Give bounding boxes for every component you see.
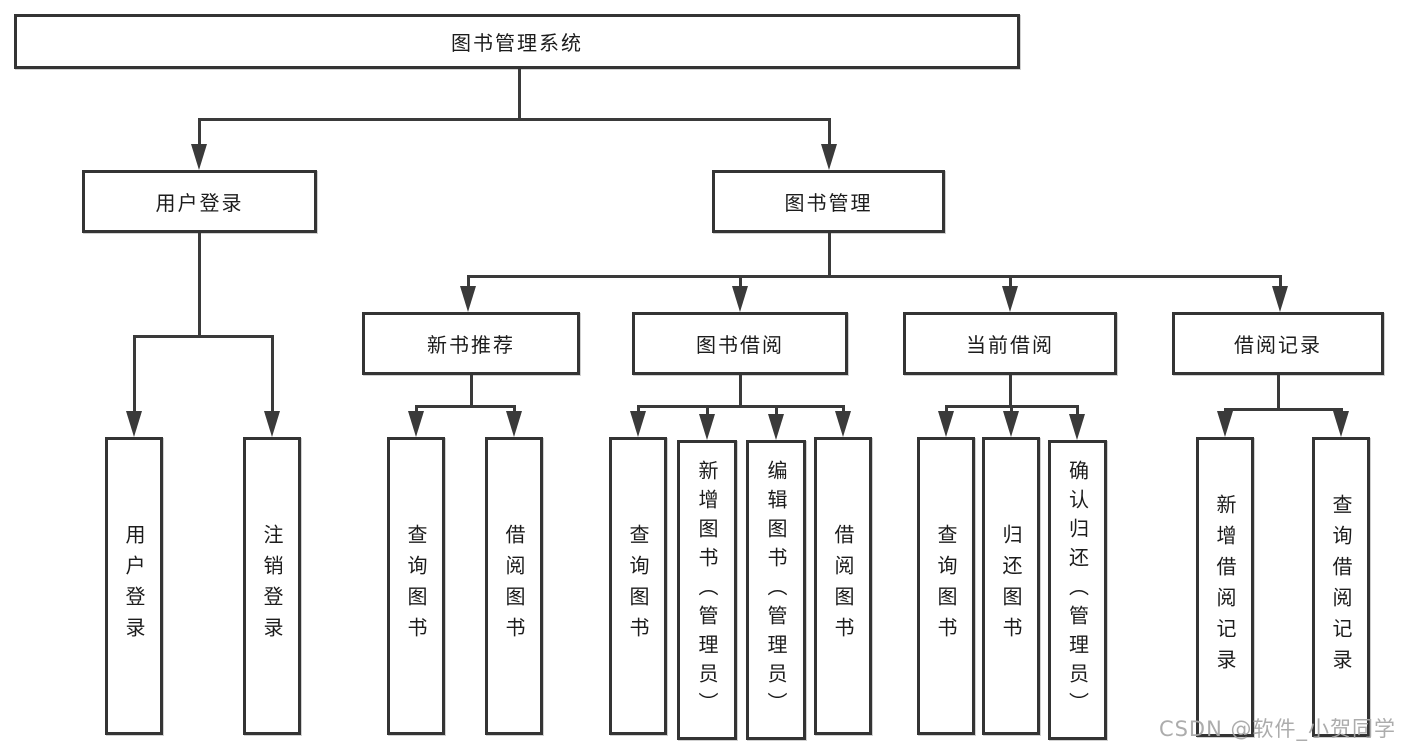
arrow-down-icon — [1069, 414, 1085, 440]
node-current-borrow: 当前借阅 — [903, 312, 1117, 375]
arrow-down-icon — [835, 411, 851, 437]
leaf-query-borrow-record: 查询借阅记录 — [1312, 437, 1370, 737]
connector-borrow-records-rail — [1224, 408, 1343, 411]
leaf-confirm-return-admin-label: 确认归还（管理员） — [1065, 459, 1090, 721]
arrow-down-icon — [699, 414, 715, 440]
node-root: 图书管理系统 — [14, 14, 1020, 69]
leaf-user-login: 用户登录 — [105, 437, 163, 735]
node-borrow-records-label: 借阅记录 — [1234, 333, 1322, 357]
connector-current-borrow-stem — [1009, 375, 1012, 405]
connector-to-newbook-query — [415, 405, 418, 411]
arrow-down-icon — [1333, 411, 1349, 437]
leaf-add-borrow-record-label: 新增借阅记录 — [1213, 494, 1237, 680]
leaf-return-book-label: 归还图书 — [999, 524, 1023, 648]
arrow-down-icon — [191, 144, 207, 170]
arrow-down-icon — [506, 411, 522, 437]
connector-borrow-records-stem — [1277, 375, 1280, 408]
connector-to-add-record — [1224, 408, 1227, 411]
leaf-confirm-return-admin: 确认归还（管理员） — [1048, 440, 1107, 740]
connector-book-borrow-rail — [637, 405, 845, 408]
connector-root-rail — [198, 118, 831, 121]
node-new-book-recommend: 新书推荐 — [362, 312, 580, 375]
node-book-management-label: 图书管理 — [784, 191, 873, 215]
connector-root-stem — [518, 69, 521, 118]
leaf-newbook-borrow: 借阅图书 — [485, 437, 543, 735]
arrow-down-icon — [408, 411, 424, 437]
arrow-down-icon — [1003, 411, 1019, 437]
connector-to-borrow-records — [1279, 275, 1282, 286]
leaf-add-borrow-record: 新增借阅记录 — [1196, 437, 1254, 737]
leaf-borrow-edit-admin: 编辑图书（管理员） — [746, 440, 806, 740]
connector-to-confirm-return — [1076, 405, 1079, 414]
arrow-down-icon — [630, 411, 646, 437]
leaf-borrow-book-label: 借阅图书 — [831, 524, 855, 648]
leaf-borrow-add-admin-label: 新增图书（管理员） — [695, 459, 719, 721]
arrow-down-icon — [1002, 286, 1018, 312]
node-new-book-recommend-label: 新书推荐 — [427, 333, 515, 357]
leaf-newbook-query: 查询图书 — [387, 437, 445, 735]
leaf-newbook-borrow-label: 借阅图书 — [502, 524, 526, 648]
arrow-down-icon — [460, 286, 476, 312]
connector-user-login-stem — [198, 233, 201, 335]
leaf-borrow-add-admin: 新增图书（管理员） — [677, 440, 737, 740]
leaf-borrow-edit-admin-label: 编辑图书（管理员） — [764, 459, 788, 721]
connector-new-book-rail — [415, 405, 516, 408]
connector-to-new-book-recommend — [467, 275, 470, 286]
arrow-down-icon — [1217, 411, 1233, 437]
connector-to-borrow-edit — [775, 405, 778, 414]
connector-to-book-borrow — [739, 275, 742, 286]
arrow-down-icon — [821, 144, 837, 170]
node-root-label: 图书管理系统 — [451, 31, 583, 55]
leaf-logout: 注销登录 — [243, 437, 301, 735]
arrow-down-icon — [1272, 286, 1288, 312]
connector-to-leaf-user-login — [133, 335, 136, 411]
leaf-borrow-query-label: 查询图书 — [626, 524, 650, 648]
connector-book-borrow-stem — [739, 375, 742, 405]
connector-to-borrow-query — [637, 405, 640, 411]
node-borrow-records: 借阅记录 — [1172, 312, 1384, 375]
leaf-newbook-query-label: 查询图书 — [404, 524, 428, 648]
node-book-borrow-label: 图书借阅 — [696, 333, 784, 357]
connector-to-leaf-logout — [271, 335, 274, 411]
leaf-query-borrow-record-label: 查询借阅记录 — [1329, 494, 1353, 680]
connector-user-login-rail — [133, 335, 274, 338]
leaf-user-login-label: 用户登录 — [122, 524, 146, 648]
node-book-management: 图书管理 — [712, 170, 945, 233]
arrow-down-icon — [126, 411, 142, 437]
connector-book-management-stem — [828, 233, 831, 275]
connector-root-to-book-management — [828, 118, 831, 144]
leaf-logout-label: 注销登录 — [260, 524, 284, 648]
arrow-down-icon — [264, 411, 280, 437]
csdn-watermark: CSDN @软件_小贺同学 — [1158, 717, 1396, 741]
connector-root-to-user-login — [198, 118, 201, 144]
node-user-login-label: 用户登录 — [155, 191, 244, 215]
connector-book-management-rail — [467, 275, 1282, 278]
connector-to-borrow-add — [706, 405, 709, 414]
connector-to-return-book — [1010, 405, 1013, 411]
arrow-down-icon — [938, 411, 954, 437]
leaf-current-query-label: 查询图书 — [934, 524, 958, 648]
node-current-borrow-label: 当前借阅 — [966, 333, 1054, 357]
connector-to-borrow-book — [842, 405, 845, 411]
arrow-down-icon — [732, 286, 748, 312]
connector-new-book-stem — [470, 375, 473, 405]
connector-to-newbook-borrow — [513, 405, 516, 411]
arrow-down-icon — [768, 414, 784, 440]
connector-to-query-record — [1340, 408, 1343, 411]
node-book-borrow: 图书借阅 — [632, 312, 848, 375]
connector-to-current-query — [945, 405, 948, 411]
leaf-borrow-book: 借阅图书 — [814, 437, 872, 735]
leaf-return-book: 归还图书 — [982, 437, 1040, 735]
leaf-current-query: 查询图书 — [917, 437, 975, 735]
node-user-login: 用户登录 — [82, 170, 317, 233]
leaf-borrow-query: 查询图书 — [609, 437, 667, 735]
connector-to-current-borrow — [1009, 275, 1012, 286]
